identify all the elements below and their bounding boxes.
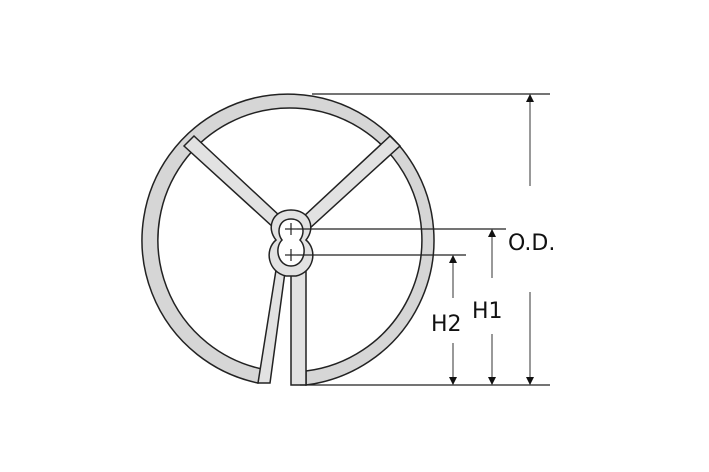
od-label: O.D. bbox=[508, 231, 555, 256]
hub-inner bbox=[277, 218, 305, 267]
right-leg bbox=[290, 265, 307, 386]
extension-lines bbox=[297, 93, 550, 386]
left-spoke bbox=[182, 134, 284, 230]
dimension-arrows bbox=[449, 94, 534, 385]
left-leg bbox=[257, 269, 286, 384]
center-marks bbox=[285, 223, 297, 261]
h2-label: H2 bbox=[431, 312, 462, 337]
right-spoke bbox=[300, 134, 402, 230]
h1-label: H1 bbox=[472, 299, 503, 324]
